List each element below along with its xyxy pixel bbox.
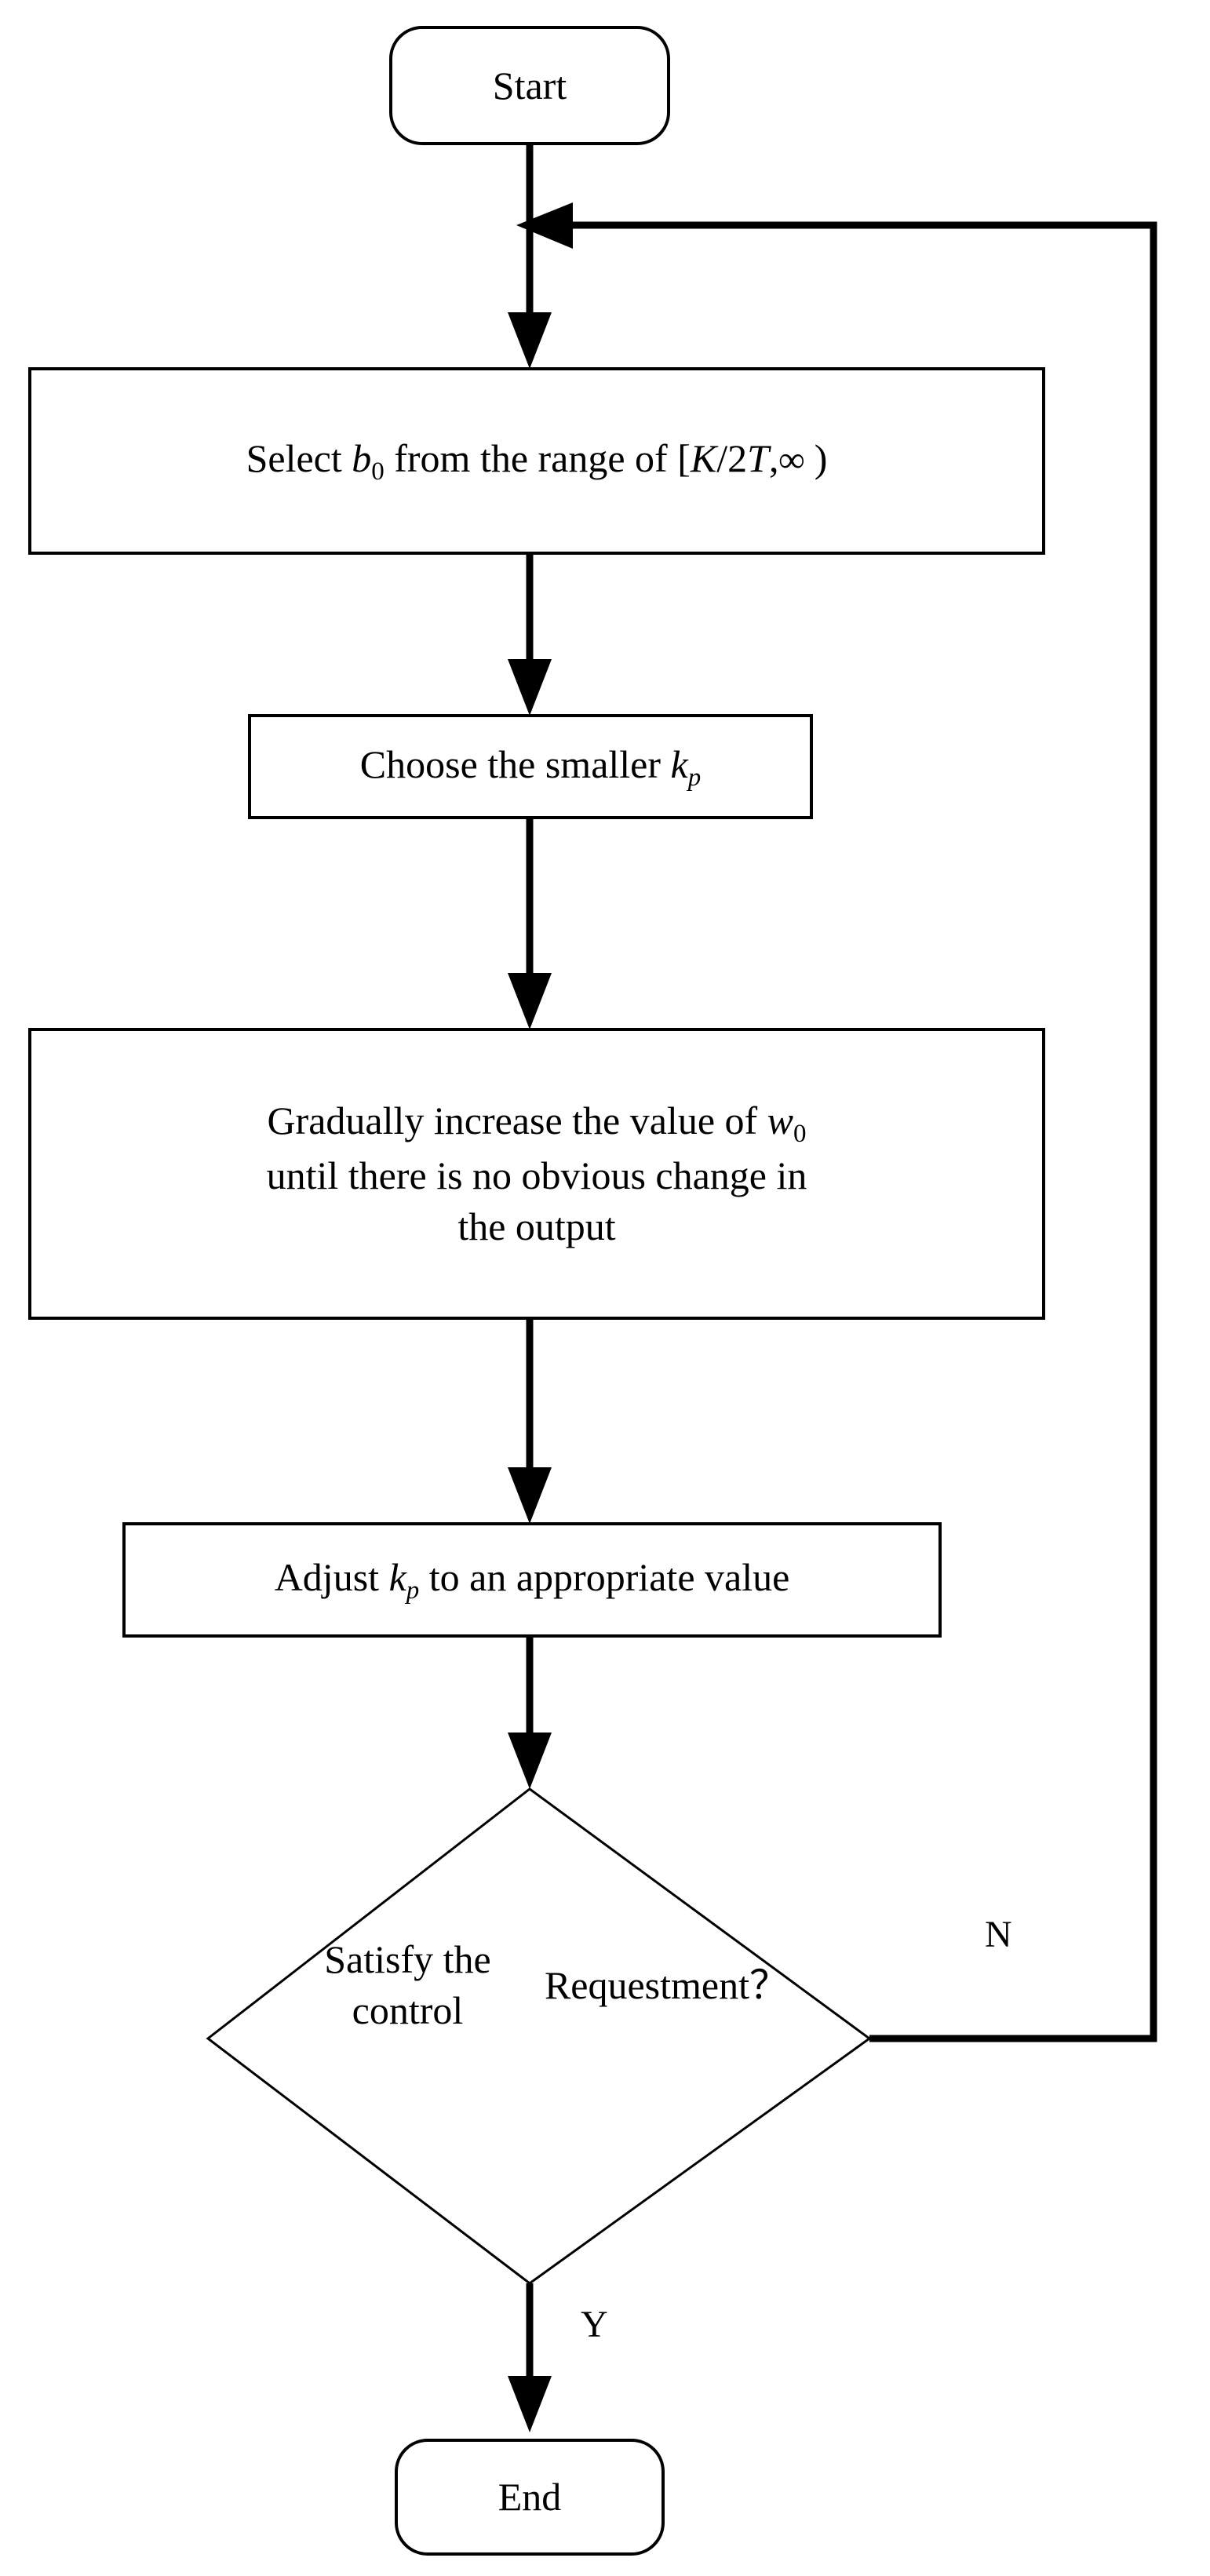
- node-increase-w0-shape: [30, 1029, 1044, 1318]
- node-adjust-kp-outline: [122, 1522, 942, 1638]
- connector-start-to-select: [508, 144, 552, 369]
- node-start-outline: [389, 26, 670, 145]
- node-choose-kp-shape: [250, 716, 811, 818]
- connector-feedback-arrowhead: [516, 202, 573, 249]
- connector-adjust-to-decision: [508, 1636, 552, 1789]
- connector-yes-to-end: [508, 2283, 552, 2432]
- node-select-b0-shape: [30, 369, 1044, 553]
- connector-no-feedback-loop: [549, 221, 1157, 2042]
- node-decision-shape: [208, 1789, 869, 2283]
- edge-label-yes: Y: [581, 2304, 608, 2345]
- node-select-b0-outline: [28, 367, 1045, 555]
- node-end-outline: [395, 2439, 665, 2556]
- connector-select-to-choose: [508, 553, 552, 716]
- node-adjust-kp-shape: [124, 1524, 940, 1636]
- edge-label-no: N: [985, 1914, 1012, 1955]
- node-end-shape: [396, 2440, 663, 2554]
- node-increase-w0-outline: [28, 1028, 1045, 1320]
- connector-increase-to-adjust: [508, 1318, 552, 1524]
- node-choose-kp-outline: [248, 714, 813, 819]
- node-decision-outline: [206, 1787, 872, 2285]
- node-start-shape: [391, 27, 669, 144]
- connector-choose-to-increase: [508, 818, 552, 1029]
